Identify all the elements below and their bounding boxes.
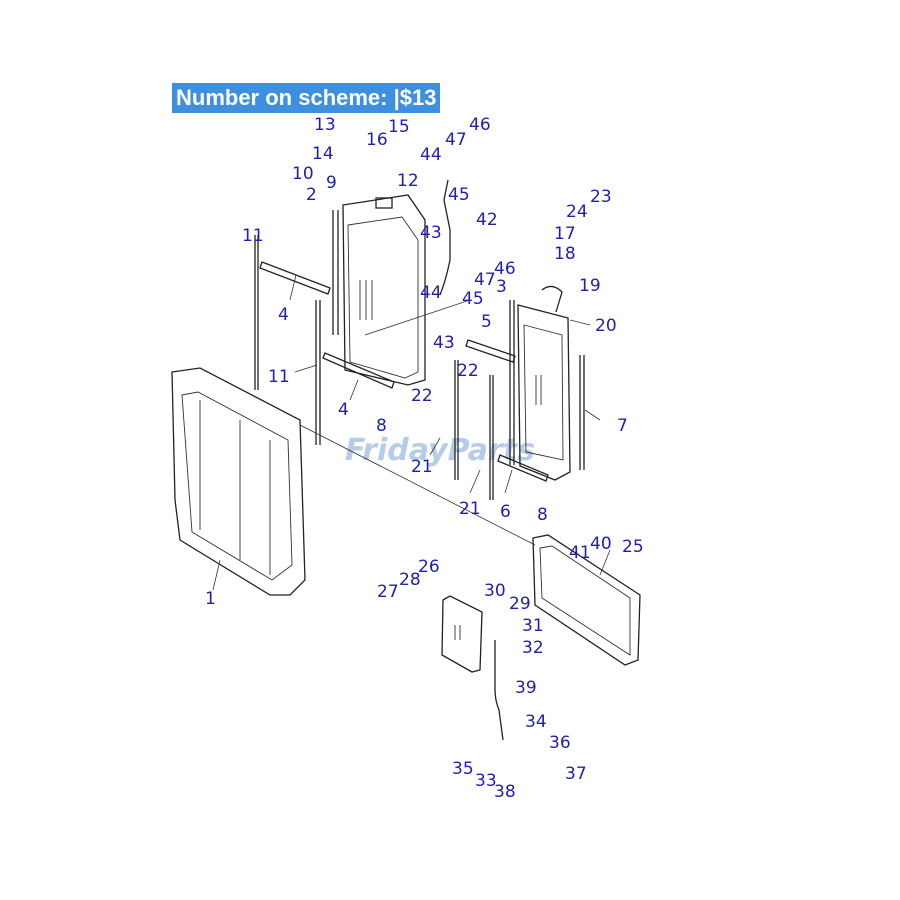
callout: 2 <box>306 185 317 205</box>
callout: 47 <box>445 130 467 150</box>
callout: 45 <box>448 185 470 205</box>
leader-lines <box>212 274 611 591</box>
callout: 21 <box>459 499 481 519</box>
seal-strips <box>254 210 585 500</box>
callout: 27 <box>377 582 399 602</box>
callout: 29 <box>509 594 531 614</box>
callout: 25 <box>622 537 644 557</box>
callout: 11 <box>242 226 264 246</box>
callout: 10 <box>292 164 314 184</box>
callout: 13 <box>314 115 336 135</box>
callout: 23 <box>590 187 612 207</box>
callout: 8 <box>537 505 548 525</box>
callout: 22 <box>411 386 433 406</box>
callout: 41 <box>569 543 591 563</box>
callout: 46 <box>494 259 516 279</box>
callout: 12 <box>397 171 419 191</box>
callout: 33 <box>475 771 497 791</box>
callout: 5 <box>481 312 492 332</box>
callout: 6 <box>500 502 511 522</box>
aftercooler <box>517 285 571 481</box>
main-radiator <box>342 194 426 386</box>
callout: 15 <box>388 117 410 137</box>
oil-cooler <box>441 595 504 741</box>
callout: 9 <box>326 173 337 193</box>
callout: 11 <box>268 367 290 387</box>
callout: 37 <box>565 764 587 784</box>
callout: 39 <box>515 678 537 698</box>
callout: 38 <box>494 782 516 802</box>
callout: 18 <box>554 244 576 264</box>
callout: 1 <box>205 589 216 609</box>
callout: 28 <box>399 570 421 590</box>
callout: 36 <box>549 733 571 753</box>
callout: 34 <box>525 712 547 732</box>
side-panel <box>532 534 641 666</box>
callout: 32 <box>522 638 544 658</box>
callout: 26 <box>418 557 440 577</box>
frame-shroud <box>171 367 306 596</box>
callout: 42 <box>476 210 498 230</box>
callout: 30 <box>484 581 506 601</box>
callout: 31 <box>522 616 544 636</box>
callout: 20 <box>595 316 617 336</box>
callout: 40 <box>590 534 612 554</box>
number-on-scheme-banner: Number on scheme: |$13 <box>172 83 441 113</box>
callout: 44 <box>420 145 442 165</box>
callout: 8 <box>376 416 387 436</box>
callout: 44 <box>420 283 442 303</box>
callout: 19 <box>579 276 601 296</box>
callout: 21 <box>411 457 433 477</box>
callout: 14 <box>312 144 334 164</box>
callout: 43 <box>433 333 455 353</box>
callout: 43 <box>420 223 442 243</box>
callout-labels: 13 16 15 14 47 46 44 10 9 12 2 45 11 42 … <box>205 115 644 802</box>
callout: 24 <box>566 202 588 222</box>
callout: 45 <box>462 289 484 309</box>
callout: 16 <box>366 130 388 150</box>
callout: 46 <box>469 115 491 135</box>
callout: 22 <box>457 361 479 381</box>
callout: 17 <box>554 224 576 244</box>
callout: 7 <box>617 416 628 436</box>
callout: 47 <box>474 270 496 290</box>
callout: 4 <box>338 400 349 420</box>
callout: 3 <box>496 277 507 297</box>
callout: 4 <box>278 305 289 325</box>
callout: 35 <box>452 759 474 779</box>
hose <box>439 179 451 296</box>
